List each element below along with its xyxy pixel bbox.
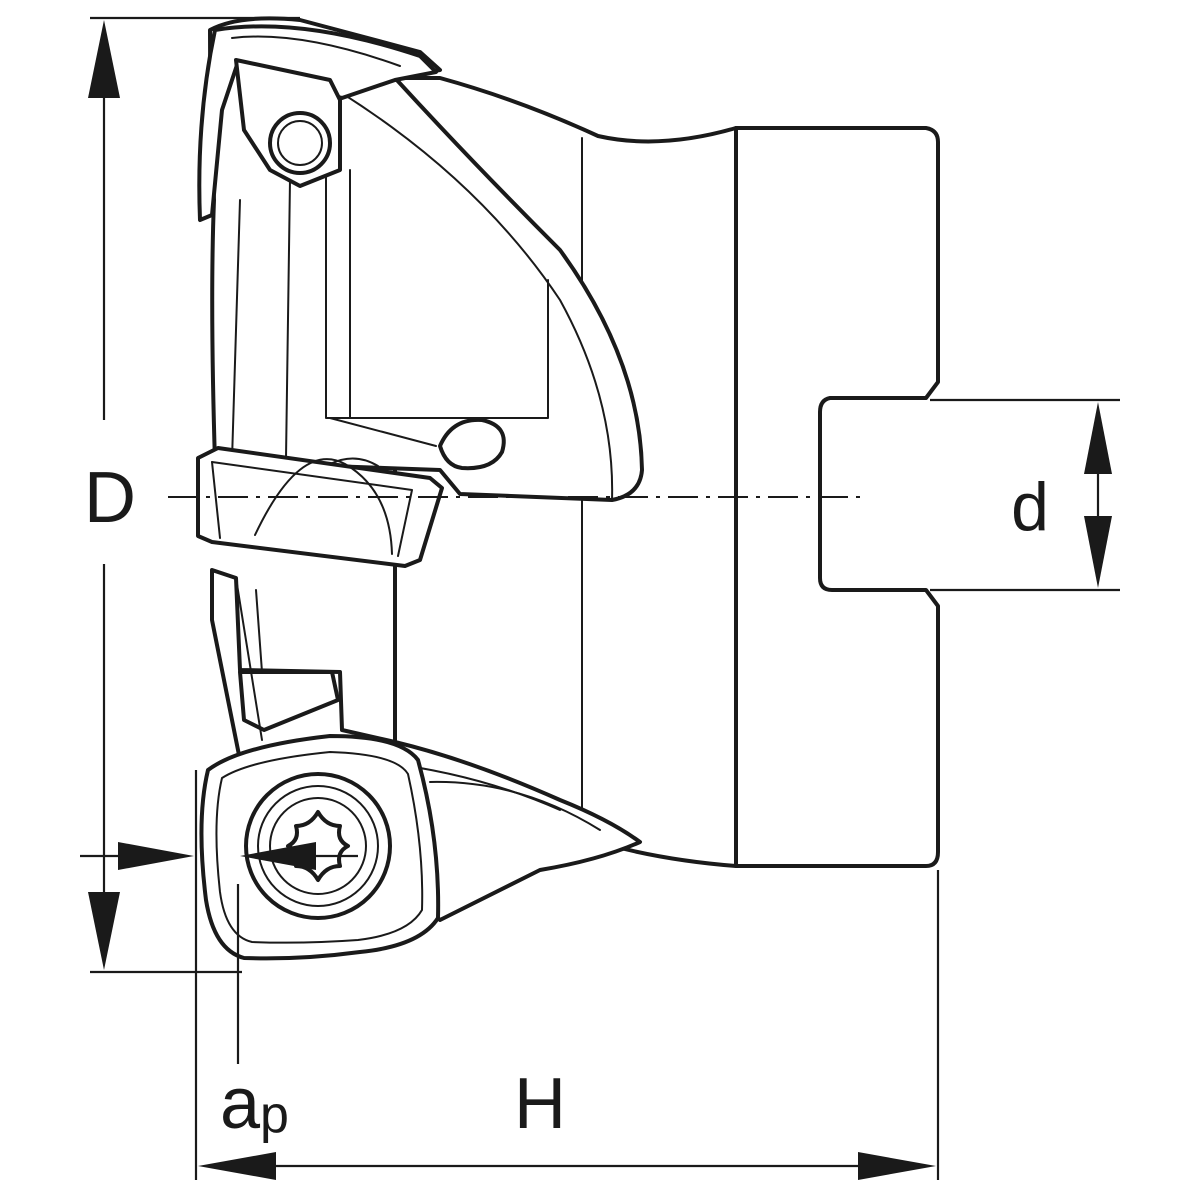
coolant-hole: [438, 417, 506, 471]
upper-insert-top-edge: [231, 35, 401, 67]
H-arrow-left-icon: [198, 1152, 276, 1180]
upper-screw-inner: [277, 120, 323, 166]
ap-label-main: a: [220, 1064, 261, 1144]
D-label: D: [84, 458, 136, 538]
lower-chip-pocket: [210, 568, 642, 922]
lower-guide-1: [235, 577, 263, 741]
pocket-inner: [325, 149, 549, 419]
torx-socket-icon: [286, 810, 350, 882]
ap-arrow-left-icon: [240, 842, 316, 870]
ap-arrow-right-icon: [118, 842, 194, 870]
d-label: d: [1011, 469, 1049, 545]
lower-guide-2: [255, 589, 263, 673]
ap-label-subscript: p: [260, 1086, 289, 1144]
D-arrow-up-icon: [88, 20, 120, 98]
H-label: H: [514, 1064, 566, 1144]
coolant-hole-edge: [329, 417, 437, 447]
lower-clamp: [238, 670, 340, 732]
middle-insert-facet: [211, 461, 221, 539]
shank-body: [734, 126, 940, 868]
d-arrow-down-icon: [1084, 516, 1112, 588]
H-arrow-right-icon: [858, 1152, 936, 1180]
pocket-guide-1: [231, 199, 241, 461]
lower-insert-inner: [215, 751, 424, 944]
pocket-guide-2: [285, 179, 291, 459]
lower-screw-ring: [257, 785, 379, 907]
middle-insert-rake: [254, 458, 393, 555]
D-arrow-down-icon: [88, 892, 120, 970]
lower-screw-head-icon: [244, 772, 392, 920]
d-arrow-up-icon: [1084, 402, 1112, 474]
pocket-curve: [339, 91, 614, 501]
middle-insert-edge: [211, 461, 413, 557]
lower-screw-ring-2: [269, 797, 367, 895]
middle-insert: [196, 446, 444, 568]
ap-label: ap: [220, 1064, 289, 1144]
middle-insert-nose: [329, 457, 379, 467]
